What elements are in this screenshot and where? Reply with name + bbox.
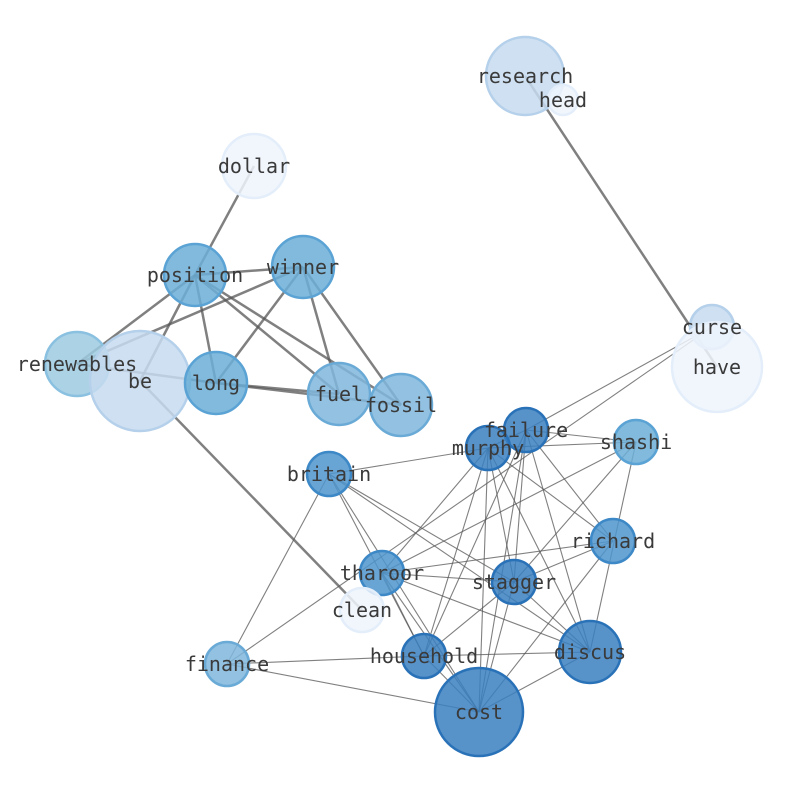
node-circle-murphy[interactable] <box>464 424 512 472</box>
node-circle-discus[interactable] <box>557 619 623 685</box>
edge-curse-finance <box>226 326 713 665</box>
node-label: be <box>128 369 152 393</box>
edge-research-have <box>523 75 719 368</box>
node-circle-position[interactable] <box>162 242 228 308</box>
edge-failure-stagger <box>513 429 527 583</box>
edge-shashi-tharoor <box>381 441 637 574</box>
node-label: britain <box>287 462 371 486</box>
node-label: head <box>539 88 587 112</box>
node-label: finance <box>185 652 269 676</box>
node-label: dollar <box>218 154 290 178</box>
node-circle-richard[interactable] <box>589 517 637 565</box>
node-circle-clean[interactable] <box>338 586 386 634</box>
node-label: renewables <box>17 352 137 376</box>
node-label: failure <box>484 418 568 442</box>
edge-britain-stagger <box>328 473 515 583</box>
edge-britain-cost <box>328 473 480 713</box>
edge-richard-tharoor <box>381 540 614 574</box>
node-circle-shashi[interactable] <box>612 418 660 466</box>
node-label: fossil <box>365 393 437 417</box>
node-circle-fossil[interactable] <box>368 372 434 438</box>
node-label: long <box>192 371 240 395</box>
edge-be-clean <box>139 380 363 611</box>
node-label: curse <box>682 315 742 339</box>
edge-household-finance <box>226 655 425 665</box>
node-label: winner <box>267 255 339 279</box>
node-circle-have[interactable] <box>670 320 764 414</box>
edge-britain-discus <box>328 473 591 653</box>
node-label: discus <box>554 640 626 664</box>
edge-murphy-discus <box>487 447 591 653</box>
edge-shashi-stagger <box>513 441 637 583</box>
node-circle-tharoor[interactable] <box>358 549 406 597</box>
node-label: richard <box>571 529 655 553</box>
node-label: household <box>370 644 478 668</box>
node-label: stagger <box>472 570 556 594</box>
node-label: research <box>477 64 573 88</box>
node-circle-dollar[interactable] <box>220 132 288 200</box>
edge-britain-finance <box>226 473 330 665</box>
node-circle-cost[interactable] <box>433 666 525 758</box>
edge-murphy-household <box>423 447 489 657</box>
nodes-layer <box>43 35 764 758</box>
edge-failure-household <box>423 429 527 657</box>
node-label: cost <box>455 700 503 724</box>
node-label: tharoor <box>340 561 424 585</box>
edge-britain-murphy <box>328 447 489 475</box>
node-label: murphy <box>452 436 524 460</box>
node-label: shashi <box>600 430 672 454</box>
node-label: have <box>693 355 741 379</box>
node-circle-stagger[interactable] <box>490 558 538 606</box>
node-circle-household[interactable] <box>400 632 448 680</box>
edge-murphy-richard <box>487 447 614 542</box>
node-label: clean <box>332 598 392 622</box>
node-label: fuel <box>315 382 363 406</box>
edge-tharoor-discus <box>381 572 591 653</box>
edge-murphy-tharoor <box>381 447 489 574</box>
node-circle-head[interactable] <box>546 83 580 117</box>
node-circle-winner[interactable] <box>270 234 336 300</box>
node-circle-britain[interactable] <box>305 450 353 498</box>
node-circle-failure[interactable] <box>502 406 550 454</box>
node-circle-fuel[interactable] <box>306 361 372 427</box>
node-label: position <box>147 263 243 287</box>
edge-failure-discus <box>525 429 591 653</box>
node-circle-research[interactable] <box>484 35 566 117</box>
edge-failure-richard <box>525 429 614 542</box>
node-circle-finance[interactable] <box>203 640 251 688</box>
node-circle-long[interactable] <box>183 350 249 416</box>
